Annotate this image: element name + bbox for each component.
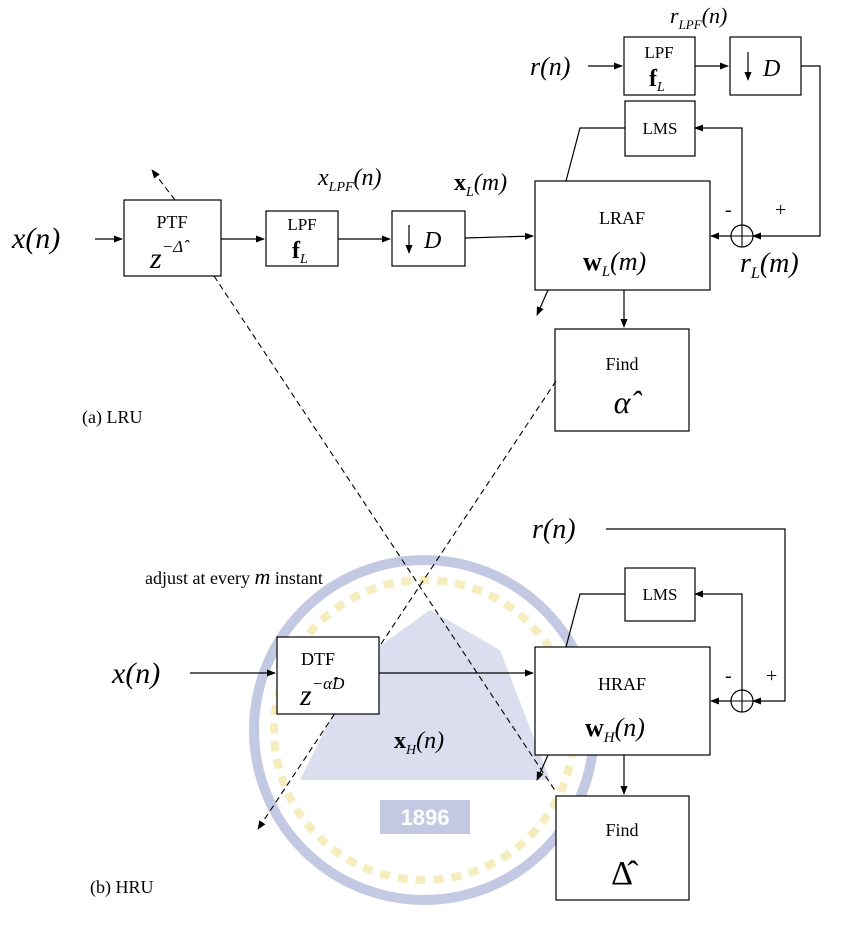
rl-label: rL(m) bbox=[740, 248, 799, 282]
lru-lms-label: LMS bbox=[643, 119, 678, 138]
adjust-note: adjust at every m instant bbox=[145, 564, 323, 589]
xlpf-label: xLPF(n) bbox=[317, 165, 382, 195]
downsampler-1-label: D bbox=[423, 228, 441, 254]
xl-label: xL(m) bbox=[454, 170, 507, 200]
hru-ref-label: r(n) bbox=[532, 514, 576, 545]
find-alpha-name: Find bbox=[605, 354, 638, 374]
lpf2-name: LPF bbox=[644, 43, 673, 62]
lru-sum-junction bbox=[731, 225, 753, 247]
lpf1-name: LPF bbox=[287, 215, 316, 234]
ptf-name: PTF bbox=[156, 212, 187, 232]
rlpf-label: rLPF(n) bbox=[670, 3, 727, 32]
downsampler-2-label: D bbox=[762, 56, 780, 82]
hru-caption: (b) HRU bbox=[90, 877, 154, 898]
lru-caption: (a) LRU bbox=[82, 407, 142, 428]
lraf-weights: wL(m) bbox=[583, 247, 646, 280]
watermark-text: 1896 bbox=[401, 805, 450, 830]
hraf-name: HRAF bbox=[598, 674, 646, 694]
hru-lms-label: LMS bbox=[643, 585, 678, 604]
hraf-weights: wH(n) bbox=[585, 713, 645, 746]
lru-ref-label: r(n) bbox=[530, 52, 570, 81]
hru-sum-junction bbox=[731, 690, 753, 712]
hru-plus-sign: + bbox=[766, 665, 777, 687]
dtf-name: DTF bbox=[301, 649, 335, 669]
lru-input-label: x(n) bbox=[11, 222, 60, 255]
hru-minus-sign: - bbox=[725, 665, 732, 687]
lru-plus-sign: + bbox=[775, 199, 786, 221]
find-delta-name: Find bbox=[605, 820, 638, 840]
xh-label: xH(n) bbox=[394, 728, 444, 758]
lru-section: x(n) PTF z−Δ̂ LPF fL xLPF(n) D xL(m) bbox=[11, 3, 820, 431]
lraf-name: LRAF bbox=[599, 208, 645, 228]
hru-input-label: x(n) bbox=[111, 657, 160, 690]
lru-minus-sign: - bbox=[725, 199, 732, 221]
